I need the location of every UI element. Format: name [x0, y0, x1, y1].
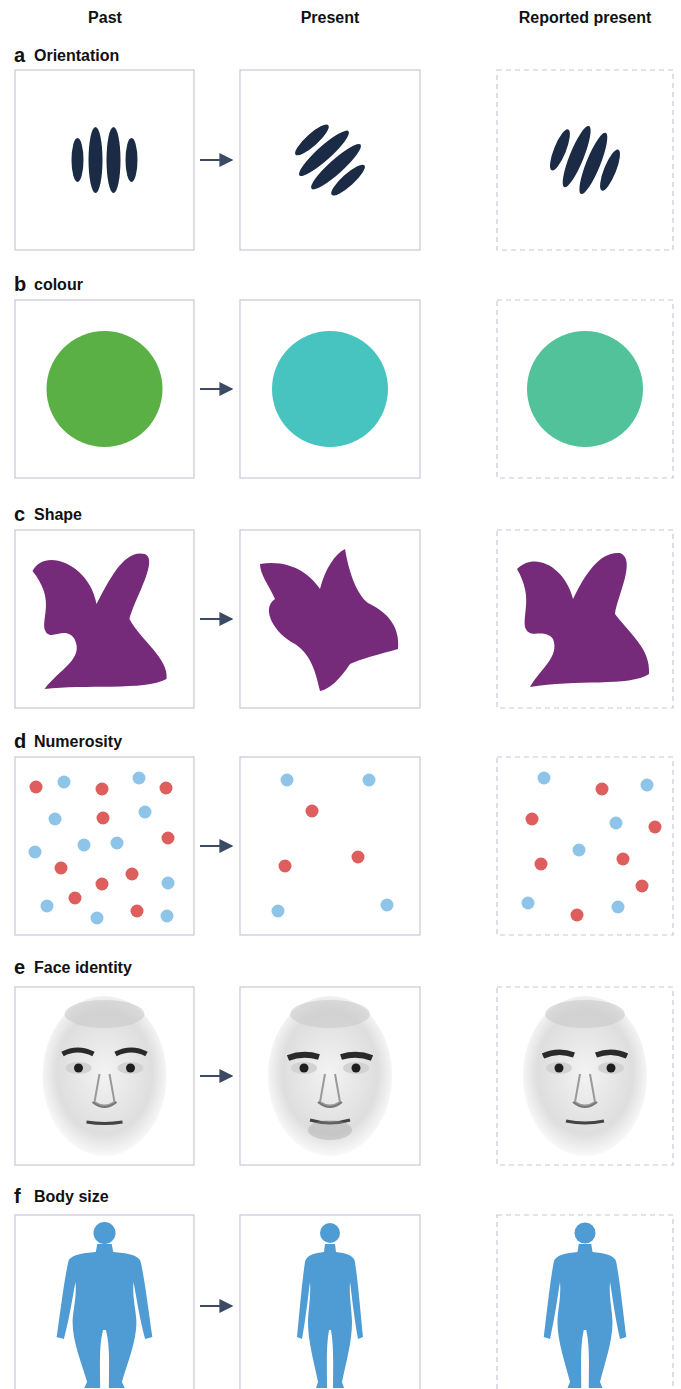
panel-frames [15, 70, 673, 1389]
colour-past [47, 331, 163, 447]
grating-reported [542, 117, 628, 203]
shape-reported [517, 553, 649, 687]
row-label: Shape [34, 505, 82, 524]
dots-present [272, 774, 394, 918]
colour-present [272, 331, 388, 447]
face-past [43, 996, 167, 1156]
row-label: Body size [34, 1187, 109, 1206]
row-label: Face identity [34, 958, 132, 977]
row-label: colour [34, 275, 83, 294]
column-header: Present [301, 8, 360, 27]
row-label: Numerosity [34, 732, 122, 751]
face-present [268, 996, 392, 1156]
column-header: Reported present [519, 8, 651, 27]
dots-past [29, 772, 175, 925]
body-present [297, 1223, 363, 1388]
face-reported [523, 996, 647, 1156]
arrows [200, 160, 232, 1306]
shape-present [260, 549, 398, 691]
row-letter: e [14, 955, 25, 979]
body-reported [544, 1223, 627, 1389]
grating-present [283, 113, 376, 206]
dots-reported [522, 772, 662, 922]
row-label: Orientation [34, 46, 119, 65]
grating-past [72, 127, 138, 193]
row-letter: b [14, 272, 26, 296]
row-letter: f [14, 1184, 21, 1208]
row-letter: a [14, 43, 25, 67]
row-letter: c [14, 502, 25, 526]
column-header: Past [88, 8, 122, 27]
colour-reported [527, 331, 643, 447]
body-past [57, 1222, 153, 1388]
row-letter: d [14, 729, 26, 753]
shape-past [33, 553, 167, 689]
